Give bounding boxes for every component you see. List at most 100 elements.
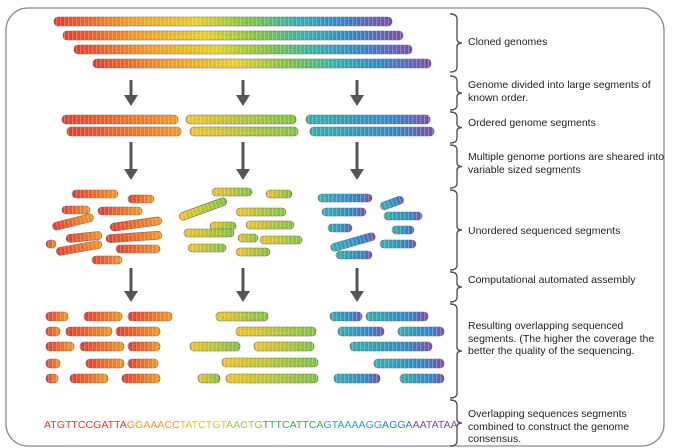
- step-brace: [449, 399, 463, 447]
- overlap-segment-bar: [45, 373, 59, 384]
- sheared-segment-bar: [183, 228, 235, 238]
- overlap-segment-bar: [127, 341, 161, 352]
- sheared-segment-bar: [265, 189, 293, 199]
- overlap-segment-bar: [45, 341, 75, 352]
- ordered-segment-bar: [66, 126, 182, 137]
- sheared-segment-bar: [109, 216, 163, 232]
- sheared-segment-bar: [237, 233, 259, 243]
- overlap-segment-bar: [365, 311, 429, 322]
- down-arrow-icon: [350, 268, 364, 302]
- sheared-segment-bar: [259, 235, 303, 245]
- overlap-segment-bar: [45, 326, 61, 337]
- ordered-segment-bar: [309, 126, 435, 137]
- step-label-cloned-genomes: Cloned genomes: [468, 36, 548, 48]
- step-label-sheared-segments: Multiple genome portions are sheared int…: [468, 151, 665, 176]
- sequence-fragment: TATCTGT: [179, 419, 227, 431]
- down-arrow-icon: [124, 80, 138, 106]
- overlap-segment-bar: [221, 357, 319, 368]
- overlap-segment-bar: [397, 326, 445, 337]
- ordered-segment-bar: [61, 114, 179, 125]
- overlap-segment-bar: [83, 311, 123, 322]
- sequence-fragment: AGGA: [382, 419, 413, 431]
- step-brace: [449, 271, 463, 303]
- sheared-segment-bar: [330, 232, 376, 252]
- overlap-segment-bar: [127, 358, 159, 369]
- step-brace: [449, 303, 463, 399]
- sheared-segment-bar: [127, 194, 155, 204]
- sheared-segment-bar: [391, 225, 415, 235]
- sheared-segment-bar: [235, 207, 287, 217]
- down-arrow-icon: [350, 80, 364, 106]
- step-label-genome-divided: Genome divided into large segments of kn…: [468, 79, 651, 104]
- sequence-fragment: AATATAA: [412, 419, 458, 431]
- sheared-segment-bar: [317, 193, 373, 203]
- sheared-segment-bar: [91, 255, 123, 265]
- overlap-segment-bar: [69, 373, 109, 384]
- sheared-segment-bar: [327, 223, 353, 233]
- sequence-fragment: ATGTTCCGATTA: [44, 419, 127, 431]
- overlap-segment-bar: [225, 373, 319, 384]
- overlap-segment-bar: [65, 326, 113, 337]
- overlap-segment-bar: [329, 311, 363, 322]
- step-label-unordered-segments: Unordered sequenced segments: [468, 225, 621, 237]
- sheared-segment-bar: [379, 239, 417, 249]
- overlap-segment-bar: [115, 326, 161, 337]
- sheared-segment-bar: [380, 195, 404, 211]
- overlap-segment-bar: [253, 341, 315, 352]
- sequence-fragment: GTAAAAGG: [323, 419, 383, 431]
- overlap-segment-bar: [197, 373, 221, 384]
- sheared-segment-bar: [321, 207, 367, 217]
- sheared-segment-bar: [245, 220, 295, 230]
- overlap-segment-bar: [215, 311, 269, 322]
- overlap-segment-bar: [127, 311, 173, 322]
- overlap-segment-bar: [373, 358, 445, 369]
- overlap-segment-bar: [235, 326, 317, 337]
- ordered-segment-bar: [305, 114, 431, 125]
- step-label-ordered-segments: Ordered genome segments: [468, 117, 596, 129]
- cloned-genome-bar: [62, 30, 404, 41]
- sheared-segment-bar: [71, 189, 119, 199]
- segment-bars: [45, 16, 445, 384]
- down-arrow-icon: [236, 268, 250, 302]
- sheared-segment-bar: [211, 187, 253, 197]
- down-arrow-icon: [236, 142, 250, 180]
- sheared-segment-bar: [187, 243, 227, 253]
- sheared-segment-bar: [178, 197, 228, 221]
- sheared-segment-bar: [97, 206, 143, 216]
- down-arrow-icon: [124, 268, 138, 302]
- down-arrow-icon: [350, 142, 364, 180]
- sheared-segment-bar: [65, 231, 103, 243]
- step-brace: [449, 111, 463, 144]
- overlap-segment-bar: [45, 311, 69, 322]
- step-label-genome-consensus: Overlapping sequences segments combined …: [468, 408, 630, 445]
- cloned-genome-bar: [53, 16, 393, 27]
- sheared-segment-bar: [235, 247, 271, 257]
- consensus-sequence: ATGTTCCGATTAGGAAACCTATCTGTAACTGTTTCATTCA…: [44, 419, 458, 431]
- down-arrow-icon: [124, 142, 138, 180]
- ordered-segment-bar: [189, 126, 299, 137]
- sheared-segment-bar: [383, 211, 423, 221]
- sheared-segment-bar: [115, 244, 161, 254]
- overlap-segment-bar: [399, 373, 445, 384]
- step-brace: [449, 75, 463, 111]
- step-brace: [449, 189, 463, 271]
- overlap-segment-bar: [121, 373, 161, 384]
- sheared-segment-bar: [105, 231, 163, 243]
- overlap-segment-bar: [189, 341, 241, 352]
- step-brace: [449, 144, 463, 189]
- sheared-segment-bar: [52, 213, 94, 231]
- sheared-segment-bar: [55, 240, 103, 256]
- cloned-genome-bar: [92, 58, 432, 69]
- sheared-segment-bar: [61, 205, 91, 215]
- sheared-segment-bar: [209, 221, 237, 231]
- sequence-fragment: GGAAACC: [126, 419, 180, 431]
- sheared-segment-bar: [45, 239, 57, 249]
- overlap-segment-bar: [45, 358, 61, 369]
- step-label-overlapping-segments: Resulting overlapping sequenced segments…: [468, 320, 655, 357]
- overlap-segment-bar: [79, 341, 125, 352]
- down-arrow-icon: [236, 80, 250, 106]
- step-brace: [449, 13, 463, 73]
- outer-frame: [5, 7, 665, 447]
